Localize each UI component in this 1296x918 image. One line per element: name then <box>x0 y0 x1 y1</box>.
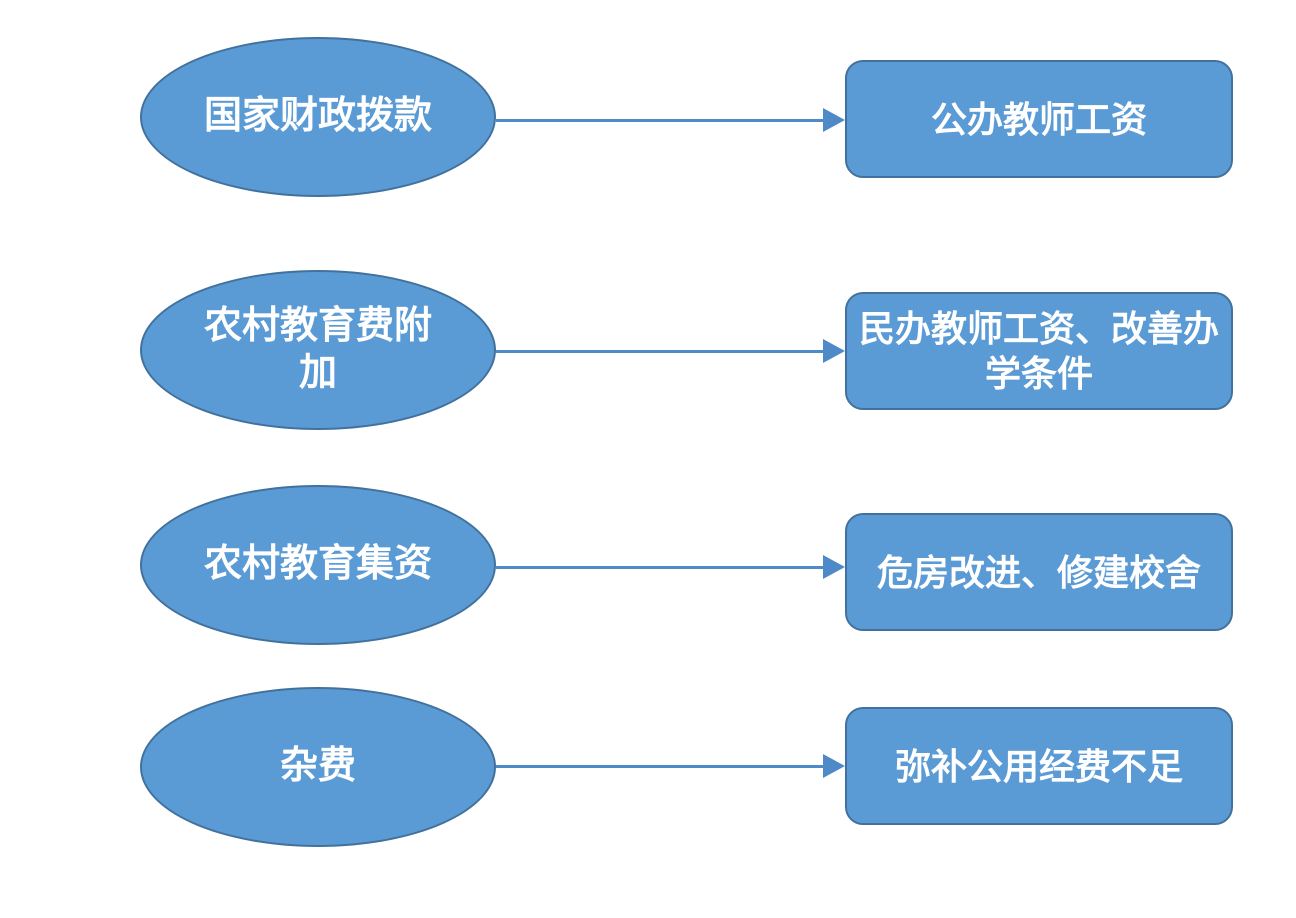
arrow-head <box>823 555 845 579</box>
source-ellipse-national-finance: 国家财政拨款 <box>140 37 496 197</box>
target-box-public-teacher-salary: 公办教师工资 <box>845 60 1233 178</box>
arrow-right-icon <box>496 339 845 363</box>
source-ellipse-rural-education-surcharge: 农村教育费附加 <box>140 270 496 430</box>
source-label: 杂费 <box>279 745 356 788</box>
arrow-shaft <box>496 349 823 353</box>
source-ellipse-miscellaneous-fees: 杂费 <box>140 687 496 847</box>
arrow-shaft <box>496 118 823 122</box>
target-label: 民办教师工资、改善办学条件 <box>858 308 1219 394</box>
arrow-right-icon <box>496 108 845 132</box>
target-box-building-renovation: 危房改进、修建校舍 <box>845 513 1233 631</box>
source-label: 农村教育费附加 <box>203 304 432 395</box>
arrow-shaft <box>496 565 823 569</box>
source-label: 农村教育集资 <box>203 543 432 586</box>
arrow-head <box>823 339 845 363</box>
target-box-private-teacher-salary: 民办教师工资、改善办学条件 <box>845 292 1233 410</box>
target-box-public-funds-shortage: 弥补公用经费不足 <box>845 707 1233 825</box>
arrow-head <box>823 108 845 132</box>
arrow-head <box>823 754 845 778</box>
source-label: 国家财政拨款 <box>203 95 432 138</box>
arrow-right-icon <box>496 754 845 778</box>
target-label: 公办教师工资 <box>930 98 1147 140</box>
arrow-right-icon <box>496 555 845 579</box>
target-label: 弥补公用经费不足 <box>894 745 1183 787</box>
arrow-shaft <box>496 764 823 768</box>
source-ellipse-rural-education-fundraising: 农村教育集资 <box>140 485 496 645</box>
target-label: 危房改进、修建校舍 <box>876 551 1201 593</box>
